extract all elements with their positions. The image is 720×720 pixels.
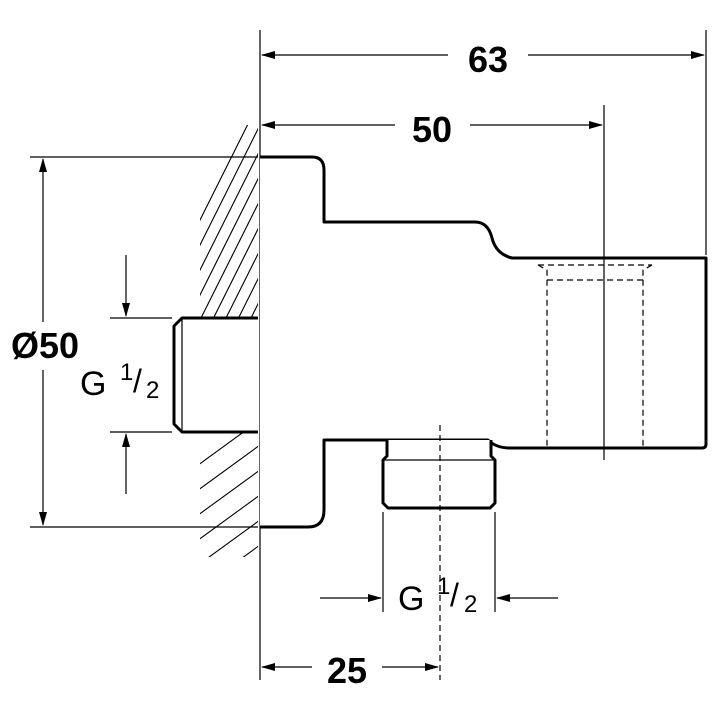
inlet-thread-numerator: 1 [120,359,133,386]
holder-cavity-hidden-lines [537,264,653,448]
outlet-thread-callout: G 1 / 2 [320,512,558,618]
dimension-label-63: 63 [468,39,508,80]
inlet-thread-slash: / [133,363,142,399]
inlet-thread-denominator: 2 [146,377,159,404]
dimension-overall-length: 63 [261,30,707,255]
dimension-label-diameter-50: Ø50 [11,325,79,366]
outlet-thread-letter: G [398,580,424,618]
dimension-label-25: 25 [327,650,367,691]
wall-hatching-lower [200,432,258,557]
dimension-flange-diameter: Ø50 [0,156,258,528]
dimension-outlet-offset: 25 [261,650,439,691]
wall-hatching-upper [200,125,258,318]
wall-outlet-body [260,155,708,529]
inlet-nipple [172,316,258,434]
outlet-thread-slash: / [450,577,459,613]
dimension-label-50: 50 [412,109,452,150]
inlet-thread-callout: G 1 / 2 [80,255,172,494]
outlet-thread-numerator: 1 [437,573,450,600]
inlet-thread-letter: G [80,365,106,403]
outlet-nipple [381,440,497,510]
dimension-outlet-length: 50 [261,109,603,150]
outlet-thread-denominator: 2 [464,591,477,618]
